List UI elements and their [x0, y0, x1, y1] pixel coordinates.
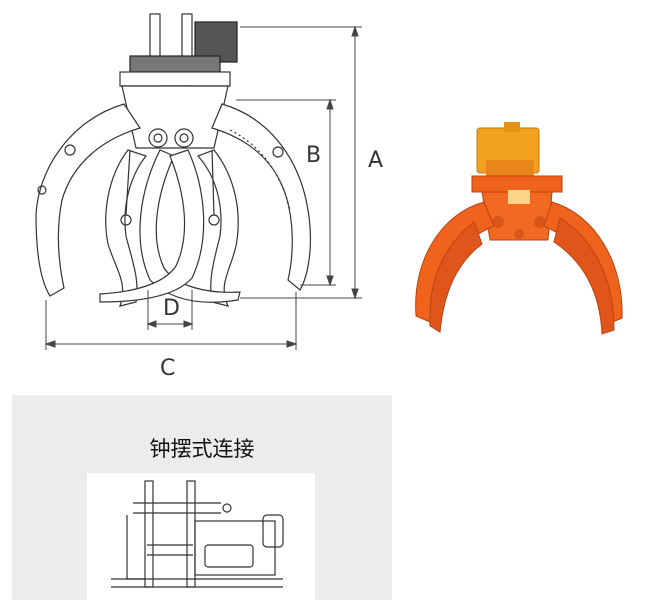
dimension-label-c: C: [160, 356, 176, 381]
grapple-product-photo: [415, 122, 623, 335]
dimension-label-d: D: [163, 296, 180, 321]
grapple-line-drawing: [35, 13, 312, 307]
dimension-label-b: B: [306, 143, 322, 168]
dimension-lines: [44, 25, 362, 350]
dimension-label-a: A: [368, 148, 384, 173]
pendulum-connection-drawing: [87, 473, 315, 600]
panel-title: 钟摆式连接: [149, 437, 255, 461]
connection-panel: 钟摆式连接: [12, 395, 392, 600]
